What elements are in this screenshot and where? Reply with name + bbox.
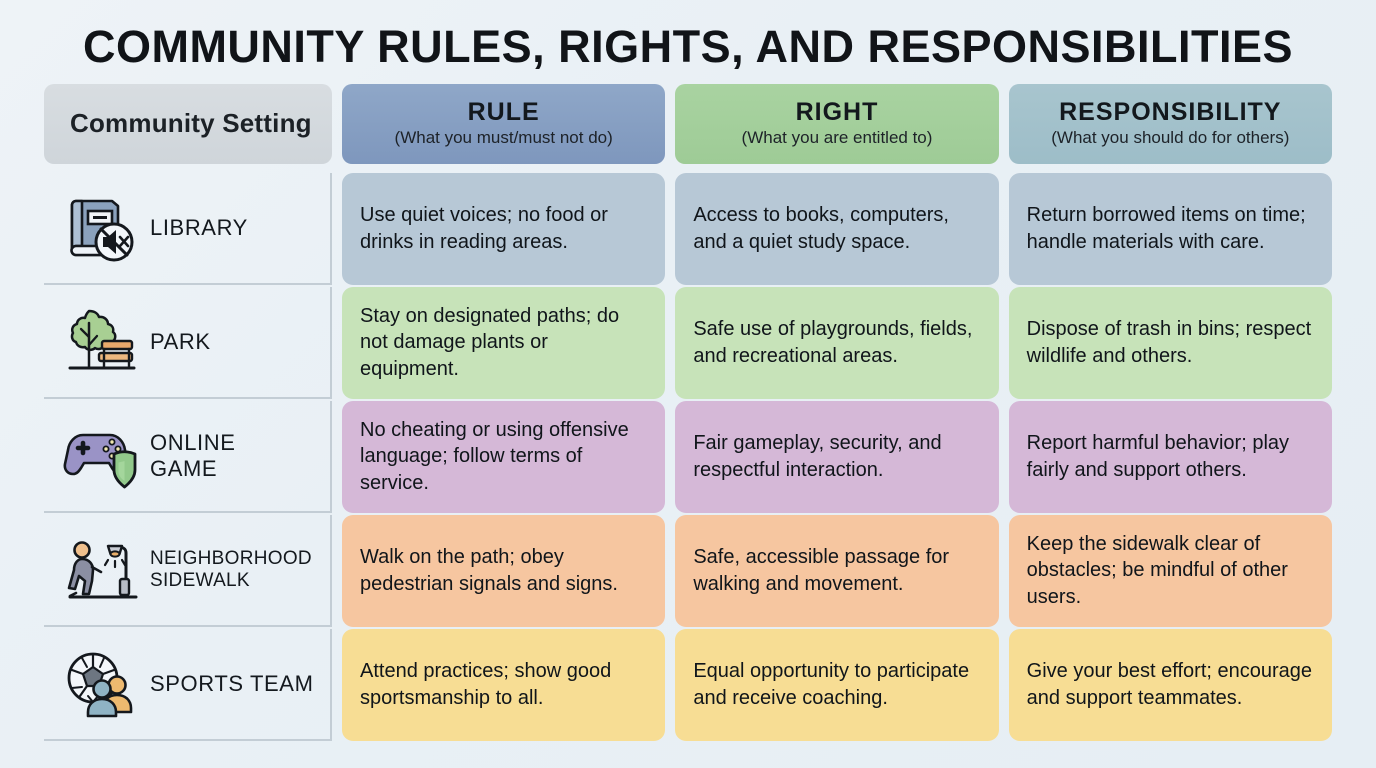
cell-responsibility-neighborhood-sidewalk: Keep the sidewalk clear of obstacles; be…	[1008, 514, 1332, 627]
cell-rule-neighborhood-sidewalk: Walk on the path; obey pedestrian signal…	[342, 514, 666, 627]
setting-label-sports-team: SPORTS TEAM	[150, 670, 314, 696]
header-community-setting-label: Community Setting	[70, 108, 312, 139]
header-responsibility: RESPONSIBILITY (What you should do for o…	[1008, 83, 1332, 164]
cell-right-sports-team: Equal opportunity to participate and rec…	[675, 628, 999, 741]
header-rule-label: RULE	[467, 97, 540, 126]
setting-cell-online-game: ONLINE GAME	[44, 400, 332, 513]
table-row: SPORTS TEAM Attend practices; show good …	[44, 628, 1332, 741]
table-header-row: Community Setting RULE (What you must/mu…	[44, 83, 1332, 164]
header-responsibility-label: RESPONSIBILITY	[1059, 97, 1282, 126]
book-mute-icon	[58, 185, 144, 271]
cell-right-library: Access to books, computers, and a quiet …	[675, 172, 999, 285]
header-right-sublabel: (What you are entitled to)	[741, 128, 933, 148]
setting-cell-sports-team: SPORTS TEAM	[44, 628, 332, 741]
setting-cell-park: PARK	[44, 286, 332, 399]
cell-responsibility-library: Return borrowed items on time; handle ma…	[1008, 172, 1332, 285]
header-right: RIGHT (What you are entitled to)	[675, 83, 999, 164]
header-rule: RULE (What you must/must not do)	[342, 83, 666, 164]
header-community-setting: Community Setting	[44, 83, 332, 164]
cell-right-neighborhood-sidewalk: Safe, accessible passage for walking and…	[675, 514, 999, 627]
setting-label-library: LIBRARY	[150, 214, 248, 240]
cell-rule-sports-team: Attend practices; show good sportsmanshi…	[342, 628, 666, 741]
setting-label-online-game: ONLINE GAME	[150, 430, 236, 481]
cell-rule-online-game: No cheating or using offensive language;…	[342, 400, 666, 513]
cell-responsibility-sports-team: Give your best effort; encourage and sup…	[1008, 628, 1332, 741]
table-row: LIBRARY Use quiet voices; no food or dri…	[44, 172, 1332, 285]
cell-responsibility-park: Dispose of trash in bins; respect wildli…	[1008, 286, 1332, 399]
header-responsibility-sublabel: (What you should do for others)	[1051, 128, 1290, 148]
setting-label-neighborhood-sidewalk: NEIGHBORHOOD SIDEWALK	[150, 547, 312, 591]
table-row: PARK Stay on designated paths; do not da…	[44, 286, 1332, 399]
pedestrian-streetlamp-icon	[58, 527, 144, 613]
cell-rule-park: Stay on designated paths; do not damage …	[342, 286, 666, 399]
cell-right-park: Safe use of playgrounds, fields, and rec…	[675, 286, 999, 399]
soccer-team-icon	[58, 641, 144, 727]
tree-bench-icon	[58, 299, 144, 385]
cell-rule-library: Use quiet voices; no food or drinks in r…	[342, 172, 666, 285]
table-row: ONLINE GAME No cheating or using offensi…	[44, 400, 1332, 513]
gamepad-shield-icon	[58, 413, 144, 499]
rules-table: Community Setting RULE (What you must/mu…	[44, 83, 1332, 743]
setting-cell-neighborhood-sidewalk: NEIGHBORHOOD SIDEWALK	[44, 514, 332, 627]
setting-cell-library: LIBRARY	[44, 172, 332, 285]
setting-label-park: PARK	[150, 328, 211, 354]
cell-right-online-game: Fair gameplay, security, and respectful …	[675, 400, 999, 513]
table-row: NEIGHBORHOOD SIDEWALK Walk on the path; …	[44, 514, 1332, 627]
header-right-label: RIGHT	[795, 97, 879, 126]
page-title: COMMUNITY RULES, RIGHTS, AND RESPONSIBIL…	[82, 21, 1294, 72]
header-rule-sublabel: (What you must/must not do)	[394, 128, 613, 148]
cell-responsibility-online-game: Report harmful behavior; play fairly and…	[1008, 400, 1332, 513]
